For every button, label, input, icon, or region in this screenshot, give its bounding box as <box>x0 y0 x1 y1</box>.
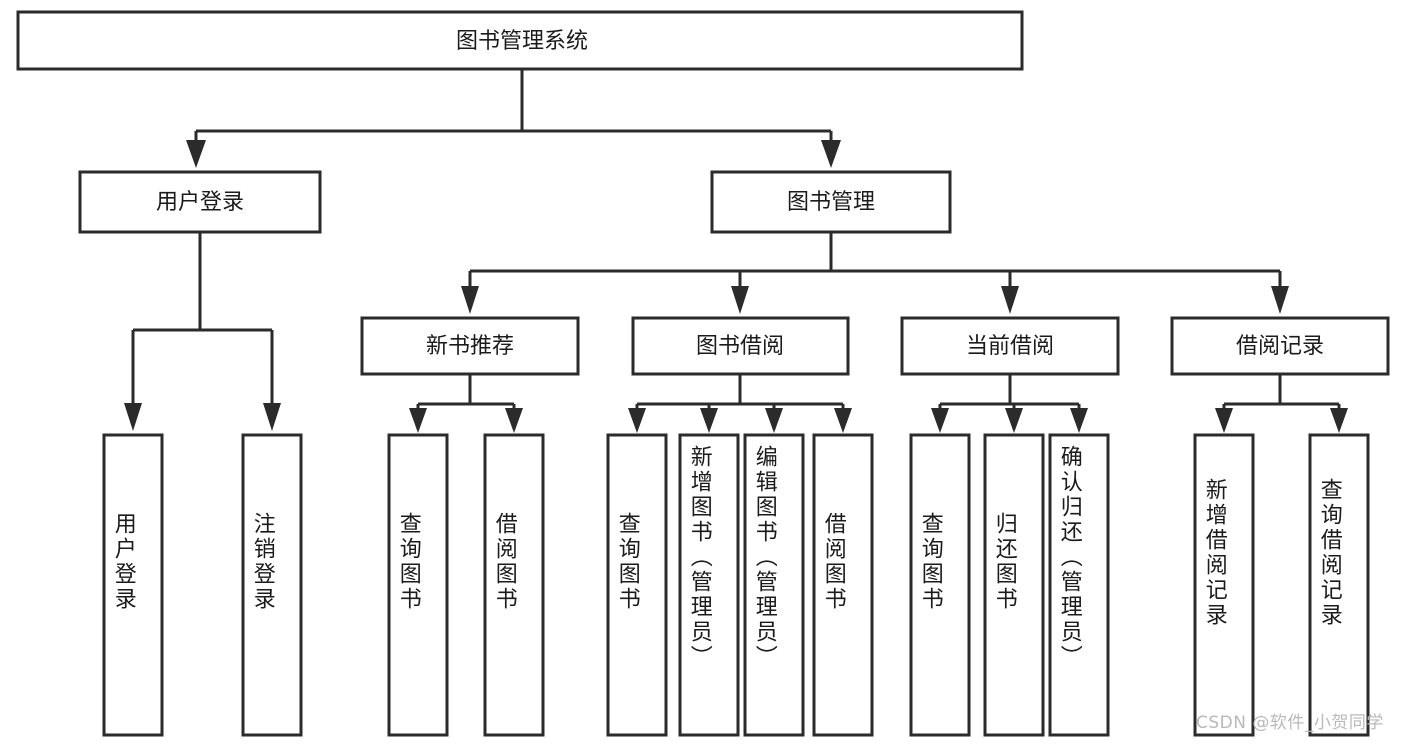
node-user-login-label: 用户登录 <box>156 190 244 215</box>
node-leaf-user-login-box[interactable] <box>102 433 164 737</box>
arrowhead-leaf-query-book-1 <box>409 408 427 433</box>
arrowhead-current-borrow <box>1001 286 1019 314</box>
node-root-box[interactable] <box>16 10 1024 71</box>
node-user-login-box[interactable] <box>78 170 322 234</box>
node-current-borrow-box[interactable] <box>900 316 1120 376</box>
node-borrow-record-box[interactable] <box>1170 316 1390 376</box>
node-leaf-return-book-box[interactable] <box>983 433 1045 737</box>
node-leaf-edit-book-box[interactable] <box>743 433 805 737</box>
node-leaf-query-book-1-box[interactable] <box>387 433 449 737</box>
connector-group <box>124 69 1348 433</box>
arrowhead-leaf-confirm-return <box>1070 408 1088 433</box>
node-book-management-box[interactable] <box>710 170 952 234</box>
node-book-management-label: 图书管理 <box>787 190 875 215</box>
node-current-borrow-label: 当前借阅 <box>966 334 1054 359</box>
arrowhead-leaf-query-book-2 <box>628 408 646 433</box>
node-leaf-add-book-box[interactable] <box>678 433 740 737</box>
node-leaf-add-record-box[interactable] <box>1193 433 1255 737</box>
node-book-borrow-label: 图书借阅 <box>696 334 784 359</box>
node-leaf-query-book-2-box[interactable] <box>606 433 668 737</box>
arrowhead-leaf-edit-book <box>765 408 783 433</box>
node-root-label: 图书管理系统 <box>456 29 588 54</box>
arrowhead-leaf-logout <box>263 403 281 431</box>
node-leaf-borrow-book-2-box[interactable] <box>812 433 874 737</box>
arrowhead-leaf-add-book <box>700 408 718 433</box>
node-new-book-recommend[interactable]: 新书推荐 <box>360 316 580 376</box>
node-current-borrow[interactable]: 当前借阅 <box>900 316 1120 376</box>
node-book-borrow[interactable]: 图书借阅 <box>631 316 850 376</box>
arrowhead-leaf-query-record <box>1330 408 1348 433</box>
arrowhead-book-borrow <box>731 286 749 314</box>
arrowhead-leaf-add-record <box>1215 408 1233 433</box>
node-leaf-logout-box[interactable] <box>241 433 303 737</box>
node-new-book-recommend-box[interactable] <box>360 316 580 376</box>
arrowhead-leaf-user-login <box>124 403 142 431</box>
node-borrow-record-label: 借阅记录 <box>1236 334 1324 359</box>
arrowhead-user-login <box>186 140 206 168</box>
arrowhead-leaf-borrow-book-1 <box>505 408 523 433</box>
node-leaf-query-record-box[interactable] <box>1308 433 1370 737</box>
leaf-box-group <box>102 433 1370 737</box>
node-leaf-borrow-book-1-box[interactable] <box>483 433 545 737</box>
node-borrow-record[interactable]: 借阅记录 <box>1170 316 1390 376</box>
arrowhead-leaf-return-book <box>1005 408 1023 433</box>
arrowhead-book-management <box>821 140 841 168</box>
arrowhead-leaf-borrow-book-2 <box>834 408 852 433</box>
arrowhead-new-book-recommend <box>461 286 479 314</box>
csdn-watermark: CSDN @软件_小贺同学 <box>1196 713 1384 733</box>
node-user-login[interactable]: 用户登录 <box>78 170 322 234</box>
node-leaf-confirm-return-box[interactable] <box>1048 433 1110 737</box>
arrowhead-borrow-record <box>1271 286 1289 314</box>
arrowhead-leaf-query-book-3 <box>931 408 949 433</box>
node-book-borrow-box[interactable] <box>631 316 850 376</box>
node-new-book-recommend-label: 新书推荐 <box>426 334 514 359</box>
node-book-management[interactable]: 图书管理 <box>710 170 952 234</box>
node-leaf-query-book-3-box[interactable] <box>909 433 971 737</box>
node-root[interactable]: 图书管理系统 <box>16 10 1024 71</box>
